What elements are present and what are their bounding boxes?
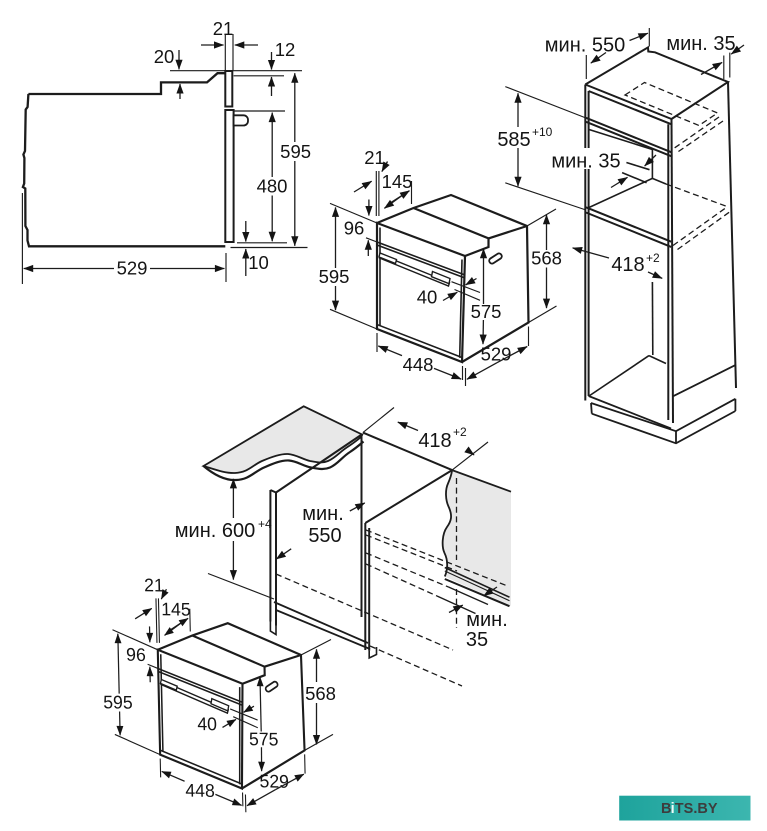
svg-text:+10: +10 xyxy=(532,125,553,139)
svg-text:10: 10 xyxy=(248,252,269,273)
svg-text:418: 418 xyxy=(611,254,644,276)
svg-text:585: 585 xyxy=(497,129,530,151)
svg-text:550: 550 xyxy=(308,525,341,547)
svg-text:595: 595 xyxy=(280,141,311,162)
svg-text:мин.: мин. xyxy=(302,503,344,525)
svg-text:i: i xyxy=(671,801,675,817)
svg-text:мин.: мин. xyxy=(466,609,508,631)
svg-text:B: B xyxy=(661,801,671,817)
svg-text:21: 21 xyxy=(213,18,234,39)
svg-text:21: 21 xyxy=(364,147,385,168)
svg-text:35: 35 xyxy=(466,629,488,651)
svg-text:418: 418 xyxy=(418,430,451,452)
svg-text:+4: +4 xyxy=(258,517,272,531)
svg-text:568: 568 xyxy=(531,248,562,269)
svg-text:мин. 35: мин. 35 xyxy=(666,33,735,55)
svg-text:595: 595 xyxy=(319,266,350,287)
svg-text:575: 575 xyxy=(471,301,502,322)
svg-text:20: 20 xyxy=(154,46,175,67)
svg-text:96: 96 xyxy=(344,218,365,239)
svg-text:529: 529 xyxy=(481,344,512,365)
svg-text:480: 480 xyxy=(257,176,288,197)
svg-text:TS.BY: TS.BY xyxy=(675,801,718,817)
svg-text:40: 40 xyxy=(417,287,438,308)
svg-text:529: 529 xyxy=(117,258,148,279)
svg-text:568: 568 xyxy=(305,683,336,704)
svg-text:448: 448 xyxy=(403,354,434,375)
svg-text:12: 12 xyxy=(275,39,296,60)
svg-text:145: 145 xyxy=(382,171,413,192)
svg-text:мин. 600: мин. 600 xyxy=(175,520,255,542)
svg-text:мин. 35: мин. 35 xyxy=(551,151,620,173)
svg-text:+2: +2 xyxy=(453,425,467,439)
svg-text:+2: +2 xyxy=(646,251,660,265)
svg-text:мин. 550: мин. 550 xyxy=(545,35,625,57)
